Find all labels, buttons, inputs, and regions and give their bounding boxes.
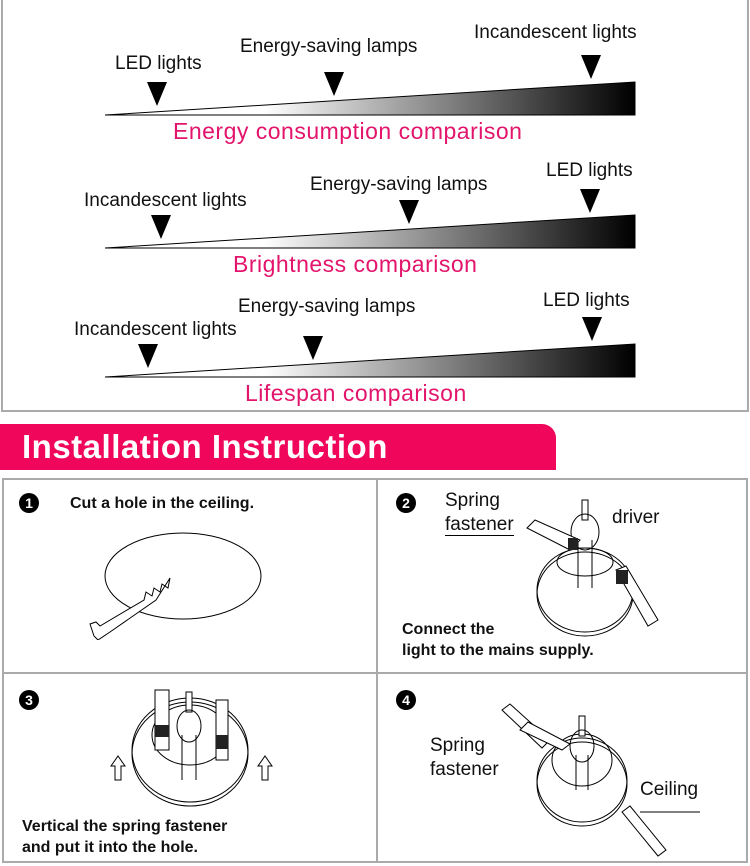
callout-label: Spring bbox=[430, 735, 485, 756]
downlight-installed-icon bbox=[501, 703, 700, 857]
marker-triangle-icon bbox=[580, 189, 600, 213]
step-text: Connect the bbox=[402, 621, 495, 638]
marker-label: Energy-saving lamps bbox=[238, 296, 416, 317]
marker-label: Incandescent lights bbox=[74, 319, 237, 340]
marker-label: LED lights bbox=[543, 290, 630, 311]
chart-title: Brightness comparison bbox=[233, 251, 478, 277]
marker-triangle-icon bbox=[581, 55, 601, 79]
marker-triangle-icon bbox=[324, 72, 344, 96]
marker-triangle-icon bbox=[147, 82, 167, 106]
comparison-wedges bbox=[104, 81, 636, 378]
energy-wedge bbox=[104, 81, 636, 116]
step-number-badge: 2 bbox=[396, 493, 416, 513]
marker-label: LED lights bbox=[115, 53, 202, 74]
banner-title: Installation Instruction bbox=[22, 428, 388, 465]
chart-title: Energy consumption comparison bbox=[173, 118, 523, 144]
chart-title: Lifespan comparison bbox=[245, 380, 467, 406]
marker-label: LED lights bbox=[546, 160, 633, 181]
brightness-wedge bbox=[104, 214, 636, 249]
callout-label: fastener bbox=[445, 514, 514, 536]
steps-grid bbox=[2, 478, 748, 863]
marker-triangle-icon bbox=[138, 344, 158, 368]
divider bbox=[376, 480, 378, 861]
marker-label: Energy-saving lamps bbox=[240, 36, 418, 57]
downlight-vertical-icon bbox=[110, 689, 273, 807]
callout-label: Ceiling bbox=[640, 779, 699, 800]
step-number-badge: 3 bbox=[19, 690, 39, 710]
callout-label: driver bbox=[612, 507, 660, 528]
step-text: and put it into the hole. bbox=[22, 839, 198, 856]
divider bbox=[4, 672, 746, 674]
downlight-icon bbox=[526, 499, 659, 637]
marker-triangle-icon bbox=[303, 336, 323, 360]
callout-label: fastener bbox=[430, 759, 499, 780]
step-number-badge: 1 bbox=[19, 493, 39, 513]
saw-hole-icon bbox=[89, 532, 262, 640]
callout-label: Spring bbox=[445, 490, 500, 511]
section-banner: Installation Instruction bbox=[0, 424, 556, 470]
lifespan-wedge bbox=[104, 343, 636, 378]
step-text: Vertical the spring fastener bbox=[22, 818, 228, 835]
marker-label: Incandescent lights bbox=[84, 190, 247, 211]
marker-label: Energy-saving lamps bbox=[310, 174, 488, 195]
marker-triangle-icon bbox=[582, 317, 602, 341]
step-text: light to the mains supply. bbox=[402, 642, 594, 659]
marker-label: Incandescent lights bbox=[474, 22, 637, 43]
comparison-panel bbox=[1, 0, 749, 412]
marker-triangle-icon bbox=[399, 200, 419, 224]
step-number-badge: 4 bbox=[396, 690, 416, 710]
step-text: Cut a hole in the ceiling. bbox=[70, 495, 255, 512]
marker-triangle-icon bbox=[151, 215, 171, 239]
